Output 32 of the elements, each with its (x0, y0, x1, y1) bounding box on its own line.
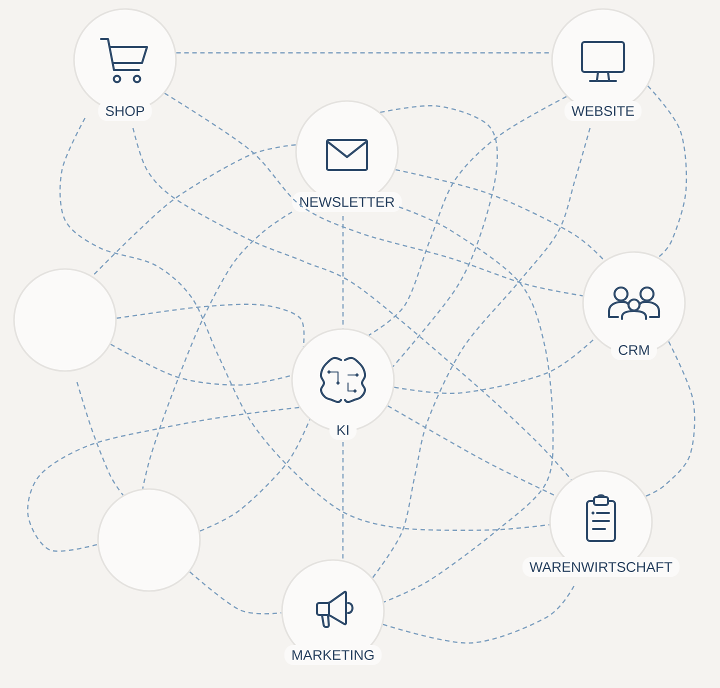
circle-node: SHOP (73, 8, 177, 121)
connector-line (200, 419, 310, 532)
connector-line (27, 406, 300, 552)
connector-line (176, 52, 552, 54)
connector-line (646, 341, 696, 497)
connector-line (380, 105, 498, 368)
circle-node: WEBSITE (551, 8, 655, 121)
connector-line (384, 206, 554, 603)
connector-line (164, 92, 583, 296)
connector-line (189, 571, 282, 614)
connector-line (142, 211, 292, 489)
connector-line (76, 382, 124, 496)
circle-node: NEWSLETTER (292, 100, 402, 212)
connector-line (368, 96, 567, 336)
connector-line (92, 144, 296, 277)
connector-line (394, 337, 596, 394)
connector-line (647, 85, 688, 258)
circle-node: KI (291, 328, 395, 440)
circle-node: WARENWIRTSCHAFT (522, 470, 680, 577)
circle-node (97, 488, 201, 592)
circle-node (13, 268, 117, 372)
connector-line (396, 169, 605, 262)
connector-line (388, 405, 556, 497)
connector-line (342, 442, 344, 560)
circle-node: MARKETING (281, 559, 385, 665)
connector-line (372, 128, 591, 578)
connector-line (132, 128, 572, 480)
connector-line (382, 584, 576, 644)
circle-node: CRM (582, 251, 686, 360)
connector-line (110, 344, 292, 386)
connector-line (59, 118, 550, 531)
connector-line (116, 304, 305, 347)
